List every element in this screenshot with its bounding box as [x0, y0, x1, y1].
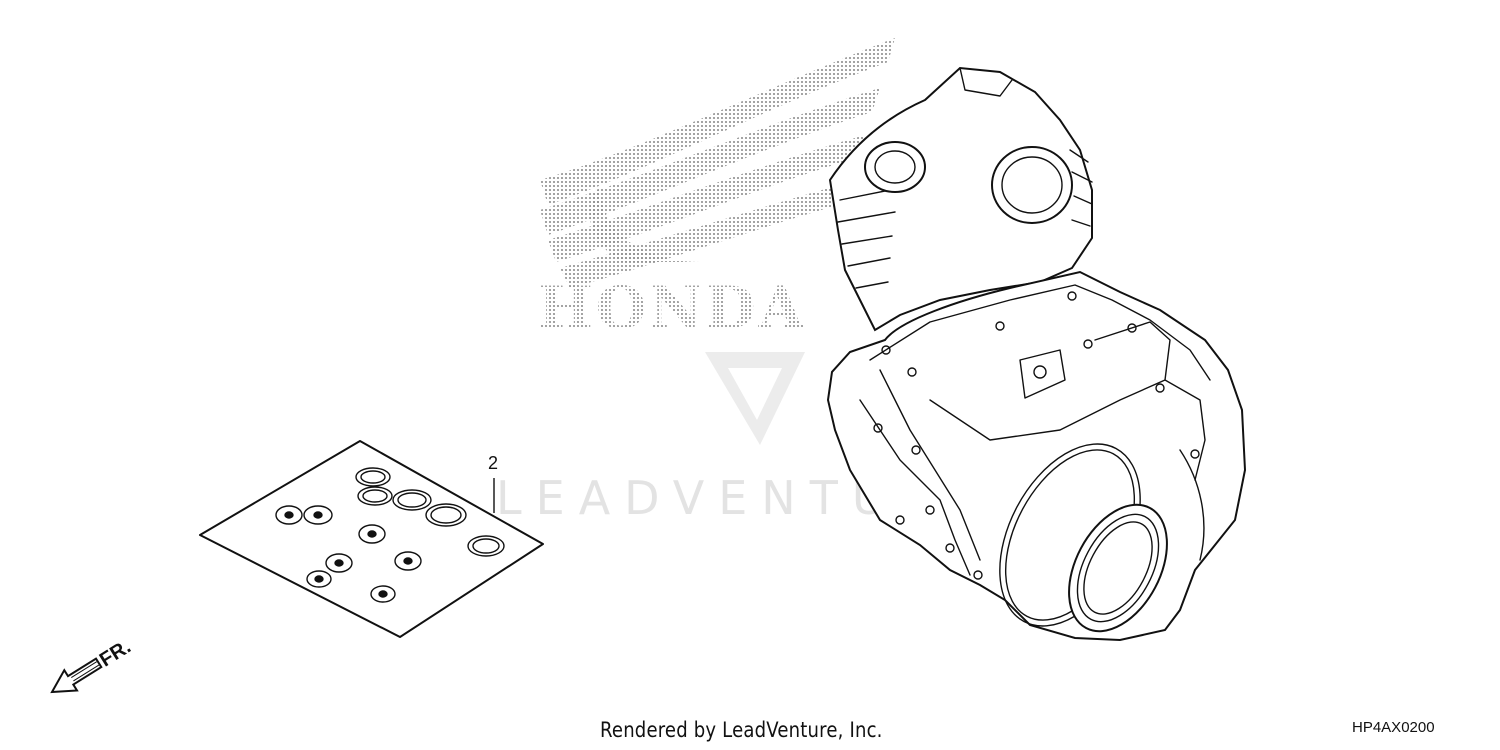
seal-washer-set: [275, 505, 422, 603]
front-arrow-icon: [50, 657, 103, 694]
honda-logo-text: HONDA: [538, 274, 807, 342]
rendered-by-caption: Rendered by LeadVenture, Inc.: [600, 718, 883, 742]
honda-wing-logo: HONDA: [538, 38, 895, 342]
front-direction-marker: FR.: [50, 636, 135, 694]
o-ring-set: [355, 467, 505, 557]
engine-illustration: [826, 66, 1247, 642]
watermark-v-icon: [705, 352, 805, 445]
diagram-code: HP4AX0200: [1352, 719, 1435, 736]
gasket-kit-b[interactable]: [199, 440, 544, 638]
callout-number-2[interactable]: 2: [488, 453, 499, 473]
